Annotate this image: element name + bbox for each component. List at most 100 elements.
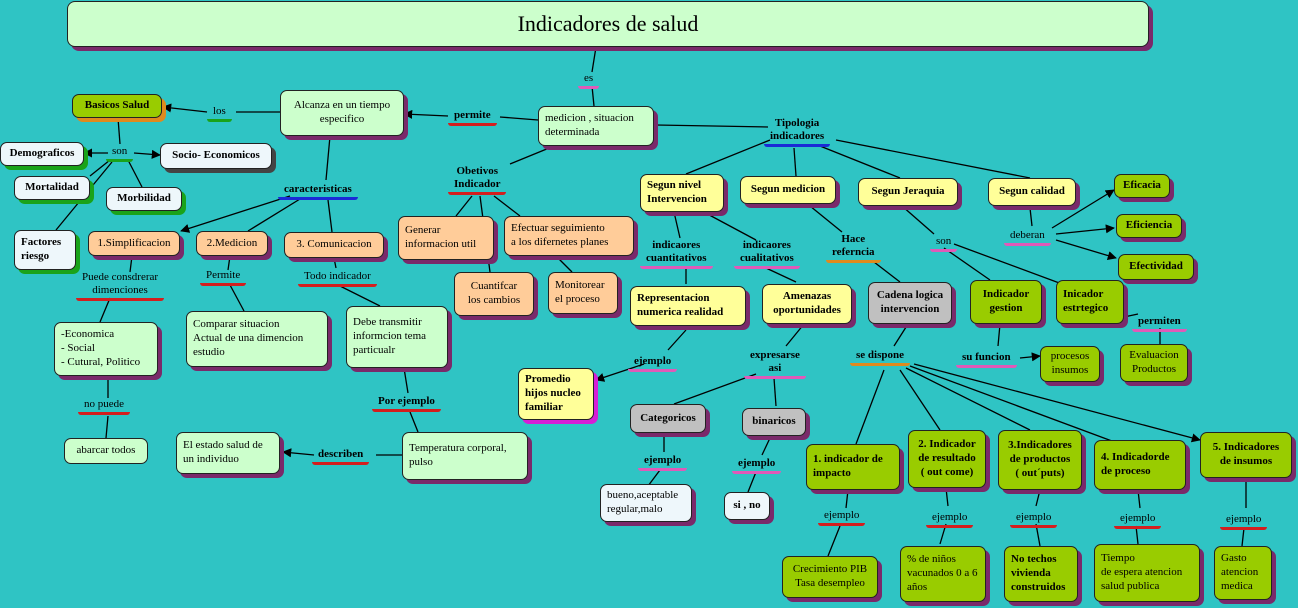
- node-comparar[interactable]: Comparar situacion Actual de una dimenci…: [186, 311, 328, 367]
- label-caracteristicas: caracteristicas: [278, 182, 358, 201]
- label-no-puede: no puede: [78, 397, 131, 416]
- node-indicador-resultado[interactable]: 2. Indicador de resultado ( out come): [908, 430, 986, 488]
- node-tiempo-espera[interactable]: Tiempo de espera atencion salud publica: [1094, 544, 1200, 602]
- node-efectividad[interactable]: Efectividad: [1118, 254, 1194, 280]
- label-deberan: deberan: [1004, 228, 1051, 247]
- node-bueno[interactable]: bueno,aceptable regular,malo: [600, 484, 692, 522]
- node-binaricos[interactable]: binaricos: [742, 408, 806, 436]
- node-segun-jerarquia[interactable]: Segun Jeraquia: [858, 178, 958, 206]
- node-economica[interactable]: -Economica - Social - Cutural, Politico: [54, 322, 158, 376]
- node-simplificacion[interactable]: 1.Simplificacion: [88, 231, 180, 256]
- label-ejemplo-binaricos: ejemplo: [732, 456, 782, 475]
- label-cuantitativos: indicaores cuantitativos: [640, 238, 713, 270]
- label-underline: [278, 197, 358, 201]
- label-underline: [826, 260, 881, 264]
- label-underline: [207, 119, 232, 123]
- node-abarcar[interactable]: abarcar todos: [64, 438, 148, 464]
- node-debe-transmitir[interactable]: Debe transmitir informcion tema particua…: [346, 306, 448, 368]
- node-eficiencia[interactable]: Eficiencia: [1116, 214, 1182, 238]
- node-categoricos[interactable]: Categoricos: [630, 404, 706, 433]
- label-underline: [312, 462, 370, 466]
- label-obetivos: Obetivos Indicador: [448, 164, 507, 196]
- node-gasto-medica[interactable]: Gasto atencion medica: [1214, 546, 1272, 600]
- label-underline: [78, 412, 131, 416]
- node-medicion[interactable]: medicion , situacion determinada: [538, 106, 654, 146]
- map-title: Indicadores de salud: [67, 1, 1149, 47]
- node-no-techos[interactable]: No techos vivienda construidos: [1004, 546, 1078, 602]
- node-amenazas[interactable]: Amenazas oportunidades: [762, 284, 852, 324]
- label-underline: [628, 369, 678, 373]
- label-underline: [930, 249, 958, 253]
- label-puede-considerar: Puede consdrerar dimenciones: [76, 270, 165, 302]
- label-ejemplo-proceso: ejemplo: [1114, 511, 1162, 530]
- label-underline: [764, 144, 831, 148]
- node-indicadores-productos[interactable]: 3.Indicadores de productos ( out´puts): [998, 430, 1082, 490]
- label-underline: [732, 471, 782, 475]
- node-medicion-2[interactable]: 2.Medicion: [196, 231, 268, 256]
- label-los: los: [207, 104, 232, 123]
- node-factores-riesgo[interactable]: Factores riesgo: [14, 230, 76, 270]
- node-ninos-vacunados[interactable]: % de niños vacunados 0 a 6 años: [900, 546, 986, 602]
- node-si-no[interactable]: si , no: [724, 492, 770, 520]
- node-comunicacion[interactable]: 3. Comunicacion: [284, 232, 384, 258]
- node-generar[interactable]: Generar informacion util: [398, 216, 494, 260]
- node-indicador-proceso[interactable]: 4. Indicadorde de proceso: [1094, 440, 1186, 490]
- node-indicador-gestion[interactable]: Indicador gestion: [970, 280, 1042, 324]
- label-underline: [850, 363, 910, 367]
- label-underline: [372, 409, 441, 413]
- label-permite-2: Permite: [200, 268, 247, 287]
- node-efectuar[interactable]: Efectuar seguimiento a los difernetes pl…: [504, 216, 634, 256]
- label-underline: [744, 376, 806, 380]
- label-underline: [1010, 525, 1058, 529]
- label-permiten: permiten: [1132, 314, 1187, 333]
- label-todo-indicador: Todo indicador: [298, 269, 377, 288]
- node-segun-medicion[interactable]: Segun medicion: [740, 176, 836, 204]
- node-indicador-impacto[interactable]: 1. indicador de impacto: [806, 444, 900, 490]
- label-ejemplo-resultado: ejemplo: [926, 510, 974, 529]
- node-basicos-salud[interactable]: Basicos Salud: [72, 94, 162, 118]
- label-es: es: [578, 71, 600, 90]
- node-indicador-estrategico[interactable]: Inicador estrtegico: [1056, 280, 1124, 324]
- node-evaluacion-productos[interactable]: Evaluacion Productos: [1120, 344, 1188, 382]
- label-underline: [956, 365, 1017, 369]
- node-crecimiento-pib[interactable]: Crecimiento PIB Tasa desempleo: [782, 556, 878, 598]
- node-temperatura[interactable]: Temperatura corporal, pulso: [402, 432, 528, 480]
- node-socio-economicos[interactable]: Socio- Economicos: [160, 143, 272, 169]
- label-underline: [578, 86, 600, 90]
- node-monitorear[interactable]: Monitorear el proceso: [548, 272, 618, 314]
- label-describen: describen: [312, 447, 370, 466]
- label-underline: [298, 284, 377, 288]
- label-tipologia: Tipologia indicadores: [764, 116, 831, 148]
- label-underline: [448, 123, 497, 127]
- label-underline: [76, 298, 165, 302]
- node-alcanza[interactable]: Alcanza en un tiempo especifico: [280, 90, 404, 136]
- label-ejemplo-productos: ejemplo: [1010, 510, 1058, 529]
- node-morbilidad[interactable]: Morbilidad: [106, 187, 182, 211]
- node-procesos-insumos[interactable]: procesos insumos: [1040, 346, 1100, 382]
- label-underline: [448, 192, 507, 196]
- node-promedio[interactable]: Promedio hijos nucleo familiar: [518, 368, 594, 420]
- node-cuantificar[interactable]: Cuantifcar los cambios: [454, 272, 534, 316]
- label-ejemplo-insumos: ejemplo: [1220, 512, 1268, 531]
- label-son-jerarquia: son: [930, 234, 958, 253]
- node-representacion[interactable]: Representacion numerica realidad: [630, 286, 746, 326]
- label-permite: permite: [448, 108, 497, 127]
- node-mortalidad[interactable]: Mortalidad: [14, 176, 90, 200]
- label-son-basicos: son: [106, 144, 134, 163]
- node-segun-calidad[interactable]: Segun calidad: [988, 178, 1076, 206]
- label-underline: [818, 523, 866, 527]
- label-underline: [1220, 527, 1268, 531]
- node-indicadores-insumos[interactable]: 5. Indicadores de insumos: [1200, 432, 1292, 478]
- label-por-ejemplo: Por ejemplo: [372, 394, 441, 413]
- label-underline: [1132, 329, 1187, 333]
- node-segun-nivel[interactable]: Segun nivel Intervencion: [640, 174, 724, 212]
- label-underline: [1114, 526, 1162, 530]
- node-demograficos[interactable]: Demograficos: [0, 142, 84, 166]
- label-cualitativos: indicaores cualitativos: [734, 238, 800, 270]
- label-underline: [926, 525, 974, 529]
- node-estado-salud[interactable]: El estado salud de un individuo: [176, 432, 280, 474]
- label-underline: [638, 468, 688, 472]
- node-cadena-logica[interactable]: Cadena logica intervencion: [868, 282, 952, 324]
- node-eficacia[interactable]: Eficacia: [1114, 174, 1170, 198]
- label-underline: [640, 266, 713, 270]
